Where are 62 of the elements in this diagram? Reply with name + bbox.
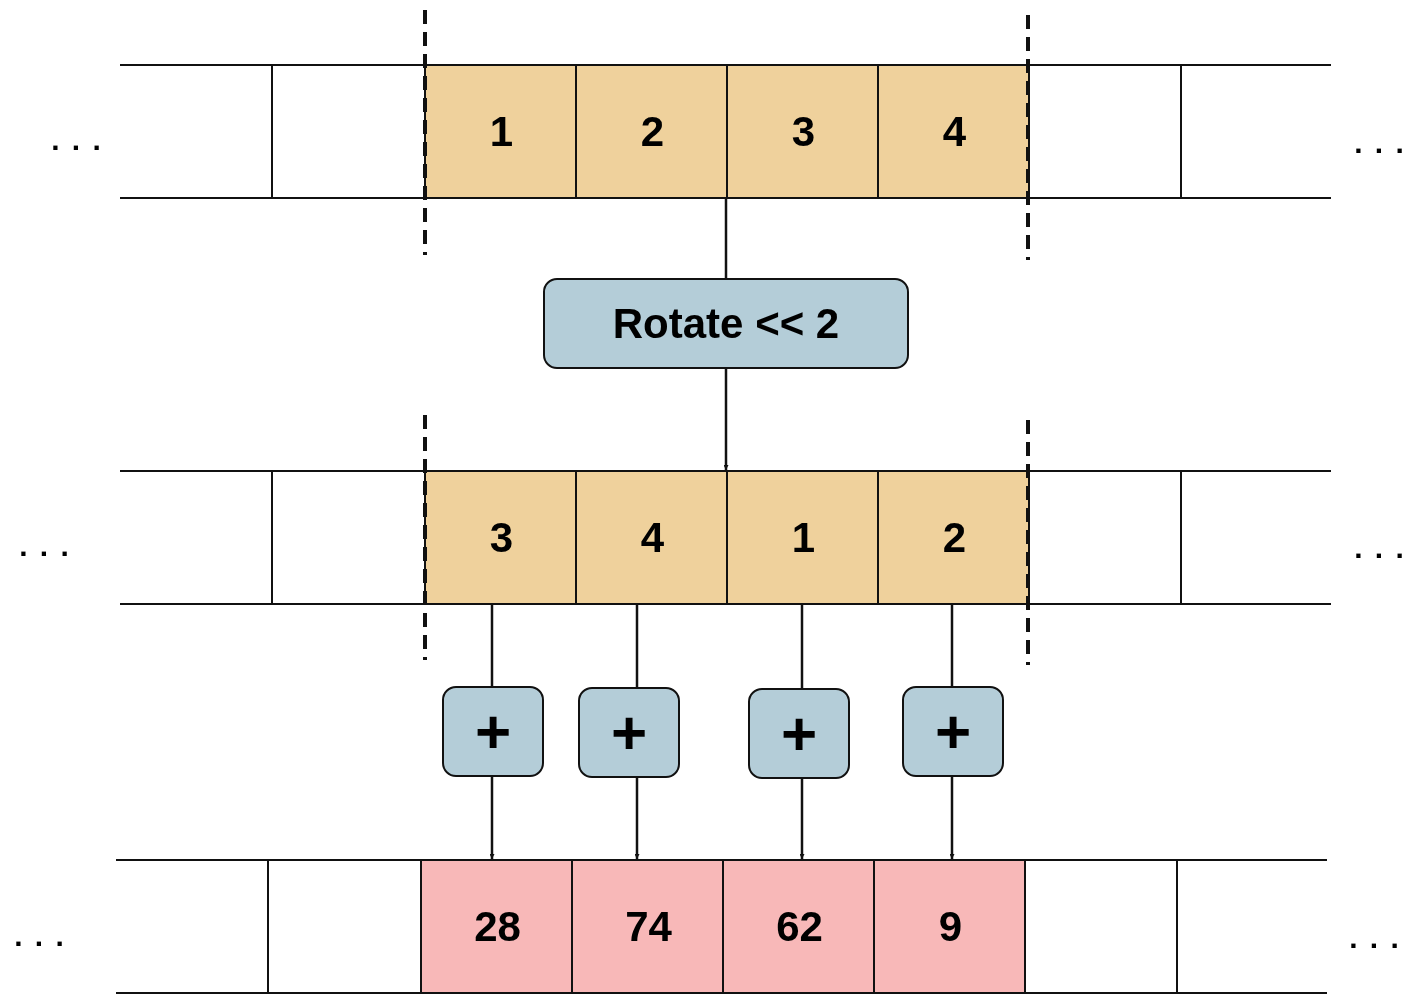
cell-value: 2 — [942, 513, 967, 562]
connector-line — [724, 199, 728, 278]
array-cell — [722, 859, 875, 994]
array-cell — [877, 64, 1030, 199]
operation-label: + — [474, 696, 512, 767]
array-cell — [726, 470, 879, 605]
array-cell — [271, 64, 426, 199]
array-cell — [575, 470, 728, 605]
array-cell — [120, 64, 271, 199]
operation-box — [543, 278, 909, 369]
ellipsis: . . . — [1354, 126, 1406, 160]
arrow — [634, 778, 640, 859]
cell-value: 9 — [938, 902, 963, 951]
arrow — [489, 777, 495, 859]
array-cell — [571, 859, 724, 994]
arrow — [949, 777, 955, 859]
operation-box — [442, 686, 544, 777]
ellipsis: . . . — [14, 919, 66, 953]
operation-label: + — [780, 698, 818, 769]
array-cell — [575, 64, 728, 199]
array-cell — [1180, 64, 1331, 199]
operation-label: + — [610, 697, 648, 768]
array-cell — [1176, 859, 1327, 994]
array-cell — [1024, 859, 1178, 994]
array-cell — [877, 470, 1030, 605]
connector-line — [490, 605, 494, 686]
arrow — [799, 779, 805, 859]
cell-value: 62 — [776, 902, 823, 951]
cell-value: 2 — [640, 107, 665, 156]
array-cell — [1028, 64, 1182, 199]
cell-value: 4 — [942, 107, 967, 156]
array-cell — [267, 859, 422, 994]
cell-value: 1 — [489, 107, 514, 156]
array-cell — [1180, 470, 1331, 605]
operation-box — [902, 686, 1004, 777]
connector-line — [635, 605, 639, 687]
cell-value: 4 — [640, 513, 665, 562]
array-cell — [420, 859, 573, 994]
cell-value: 3 — [791, 107, 816, 156]
cell-value: 3 — [489, 513, 514, 562]
array-cell — [873, 859, 1026, 994]
array-cell — [424, 64, 577, 199]
array-cell — [726, 64, 879, 199]
ellipsis: . . . — [51, 123, 103, 157]
ellipsis: . . . — [19, 529, 71, 563]
array-cell — [120, 470, 271, 605]
operation-box — [748, 688, 850, 779]
arrow — [723, 369, 729, 470]
ellipsis: . . . — [1349, 921, 1401, 955]
cell-value: 74 — [625, 902, 672, 951]
cell-value: 1 — [791, 513, 816, 562]
connector-line — [950, 605, 954, 686]
array-cell — [116, 859, 267, 994]
ellipsis: . . . — [1354, 531, 1406, 565]
operation-label: Rotate << 2 — [612, 299, 840, 348]
array-cell — [271, 470, 426, 605]
operation-box — [578, 687, 680, 778]
connector-line — [800, 605, 804, 688]
array-cell — [1028, 470, 1182, 605]
cell-value: 28 — [474, 902, 521, 951]
array-cell — [424, 470, 577, 605]
operation-label: + — [934, 696, 972, 767]
